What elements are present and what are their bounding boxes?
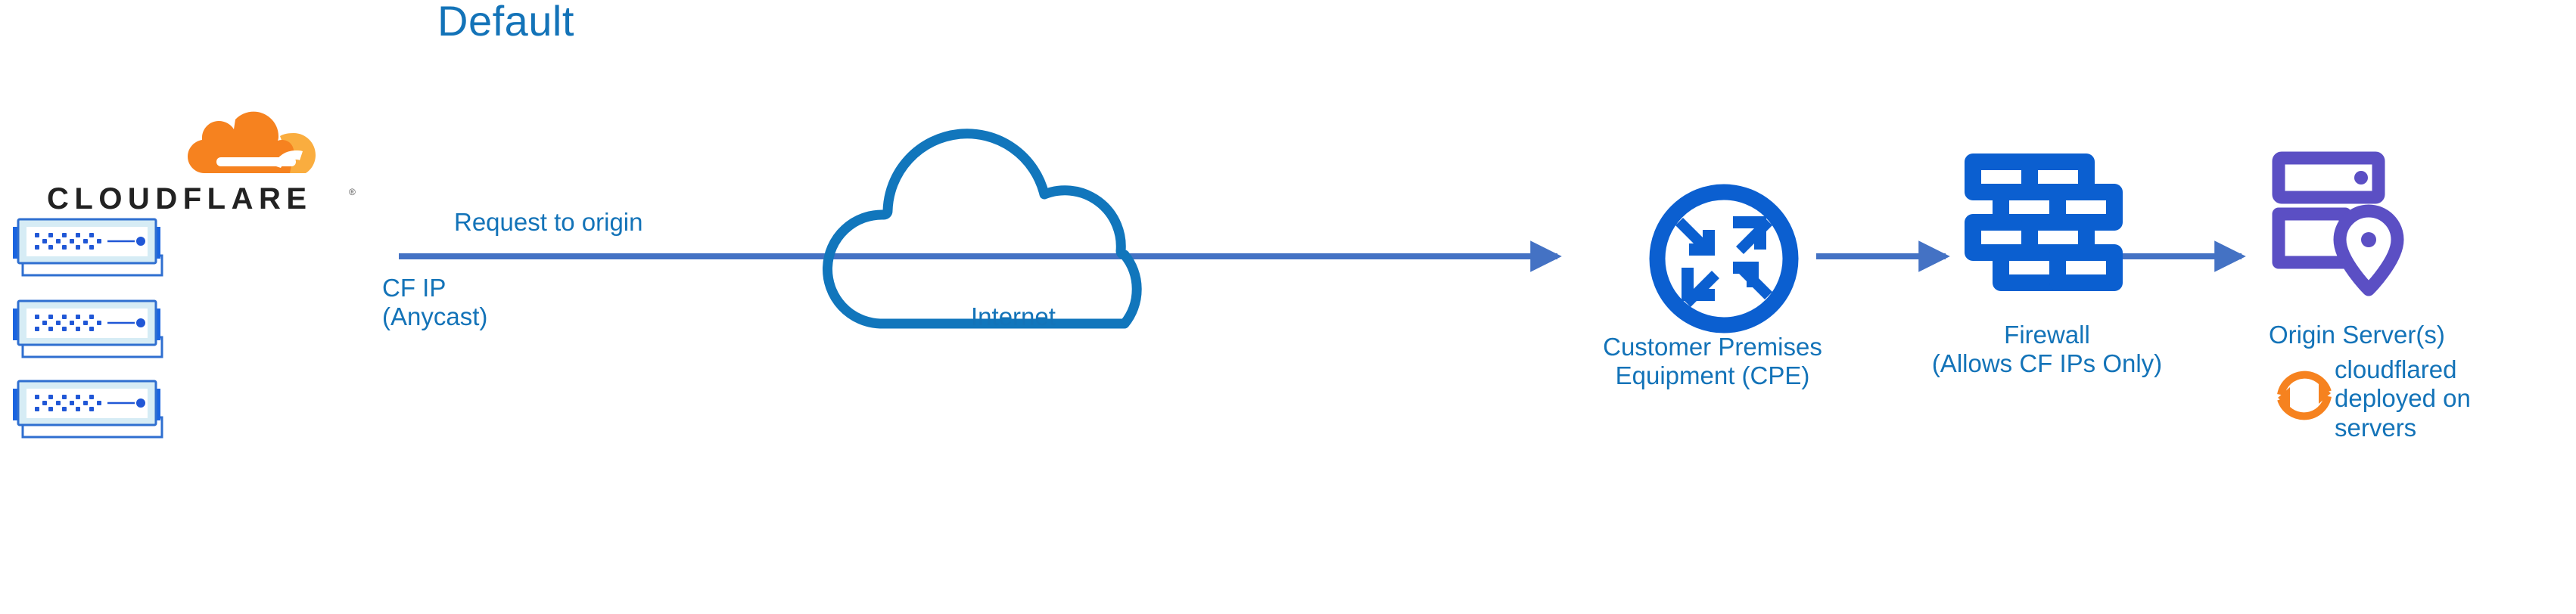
- cloudflare-wordmark: CLOUDFLARE ®: [47, 182, 356, 215]
- cloudflare-brand-block: CLOUDFLARE ®: [15, 98, 363, 215]
- svg-text:®: ®: [349, 187, 356, 197]
- origin-server-label: Origin Server(s): [2269, 321, 2445, 349]
- request-to-origin-label: Request to origin: [454, 208, 643, 236]
- svg-text:CLOUDFLARE: CLOUDFLARE: [47, 182, 313, 215]
- cpe-label: Customer Premises Equipment (CPE): [1603, 333, 1822, 390]
- cloudflare-cloud-logo-icon: [188, 111, 316, 173]
- cf-ip-anycast-label: CF IP (Anycast): [382, 274, 488, 331]
- cloudflared-label: cloudflared deployed on servers: [2335, 355, 2471, 442]
- page-title: Default: [437, 0, 574, 45]
- firewall-label: Firewall (Allows CF IPs Only): [1931, 321, 2163, 378]
- internet-label: Internet: [971, 302, 1056, 330]
